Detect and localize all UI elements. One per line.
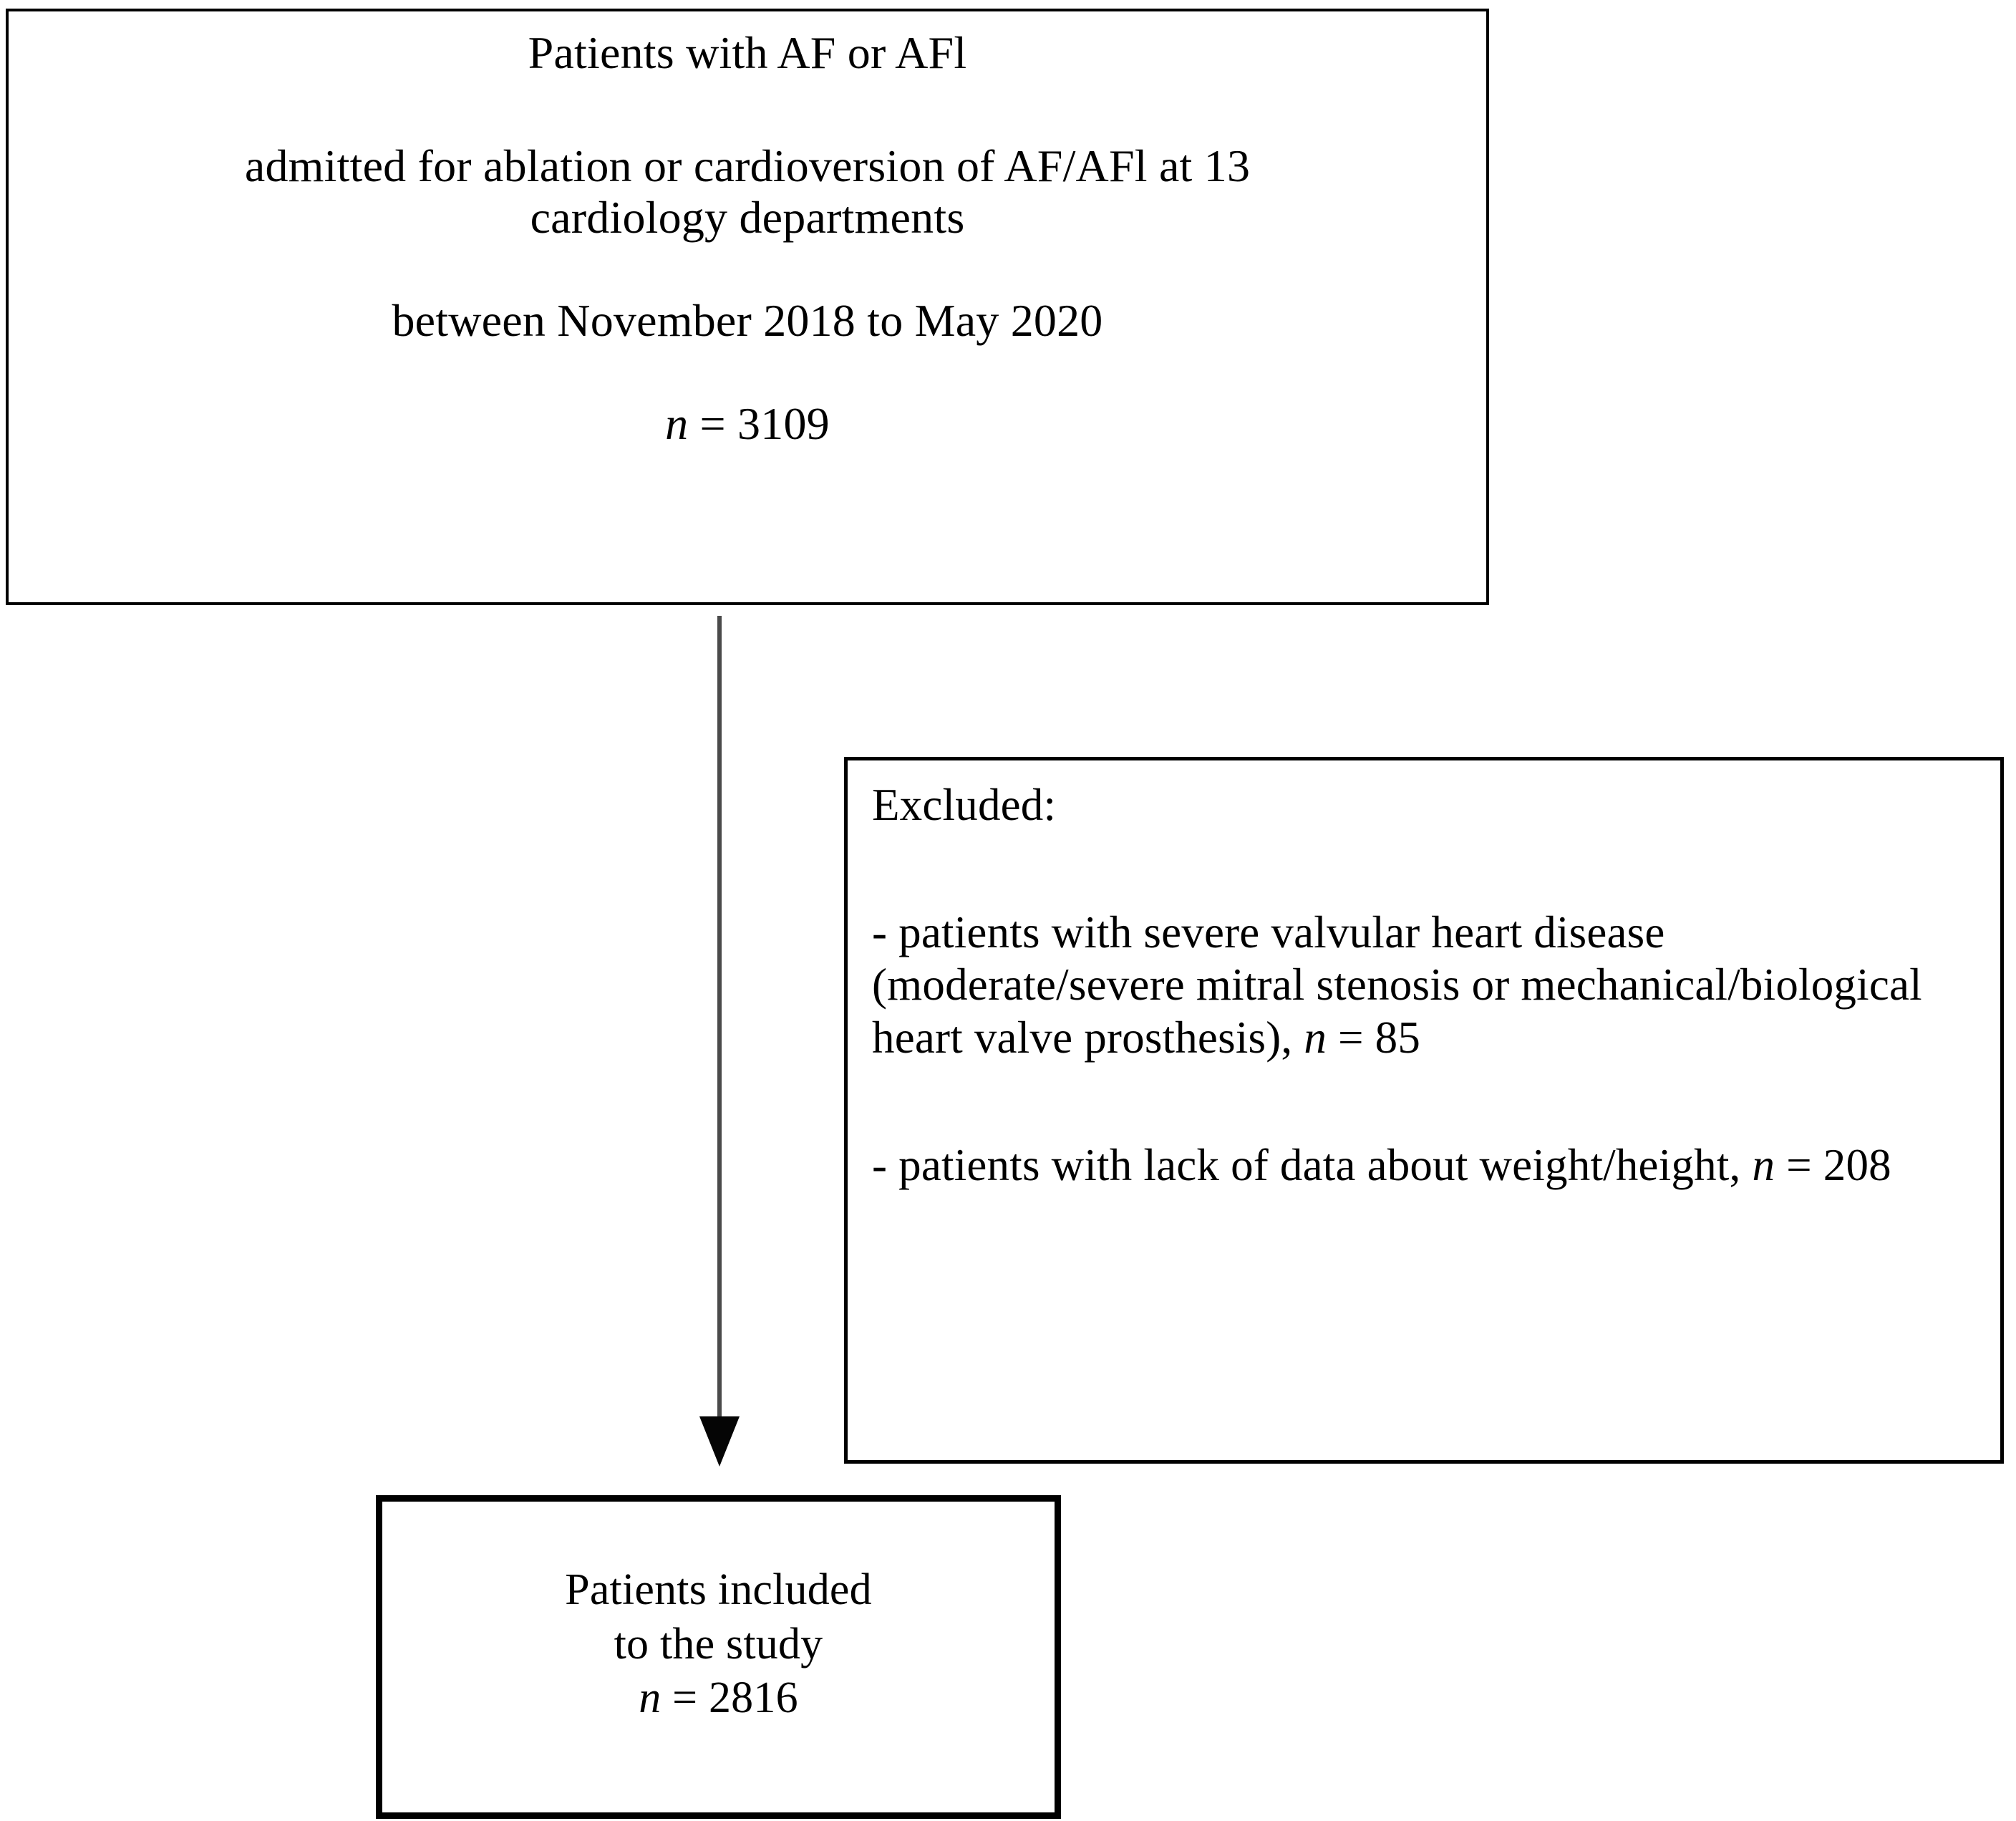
included-count-value: 2816 (708, 1673, 798, 1723)
excluded-item-2: - patients with lack of data about weigh… (872, 1139, 1976, 1192)
enrollment-line-2: admitted for ablation or cardioversion o… (244, 140, 1251, 191)
enrollment-box: Patients with AF or AFl admitted for abl… (6, 9, 1489, 605)
excluded-item-1-operator: = (1337, 1013, 1364, 1063)
included-count-symbol: n (639, 1673, 662, 1723)
spacer (872, 1065, 1976, 1139)
excluded-item-1-value: 85 (1375, 1013, 1421, 1063)
spacer (872, 832, 1976, 907)
included-count: n = 2816 (397, 1671, 1040, 1726)
excluded-item-1-symbol: n (1304, 1013, 1327, 1063)
excluded-heading: Excluded: (872, 780, 1057, 830)
enrollment-line-1: Patients with AF or AFl (528, 27, 967, 78)
excluded-item-2-symbol: n (1752, 1139, 1775, 1190)
spacer (29, 243, 1466, 295)
enrollment-count-symbol: n (665, 397, 689, 449)
excluded-item-2-operator: = (1786, 1139, 1812, 1190)
enrollment-count-equals (688, 398, 699, 449)
enrollment-count-value: 3109 (737, 397, 830, 449)
included-line-2: to the study (614, 1619, 823, 1668)
spacer (29, 79, 1466, 140)
included-count-operator: = (672, 1673, 698, 1723)
excluded-item-2-value: 208 (1823, 1139, 1891, 1190)
excluded-item-1-text: - patients with severe valvular heart di… (872, 907, 1922, 1063)
excluded-box: Excluded: - patients with severe valvula… (844, 757, 2004, 1464)
downward-arrow (687, 616, 752, 1472)
enrollment-line-4: between November 2018 to May 2020 (392, 295, 1103, 347)
enrollment-count-operator: = (699, 397, 726, 449)
included-box: Patients included to the study n = 2816 (376, 1495, 1061, 1819)
spacer (29, 347, 1466, 398)
excluded-item-2-text: - patients with lack of data about weigh… (872, 1139, 1741, 1190)
excluded-item-1: - patients with severe valvular heart di… (872, 907, 1976, 1065)
enrollment-count: n = 3109 (29, 398, 1466, 450)
enrollment-line-3: cardiology departments (530, 191, 965, 243)
included-line-1: Patients included (565, 1565, 872, 1614)
